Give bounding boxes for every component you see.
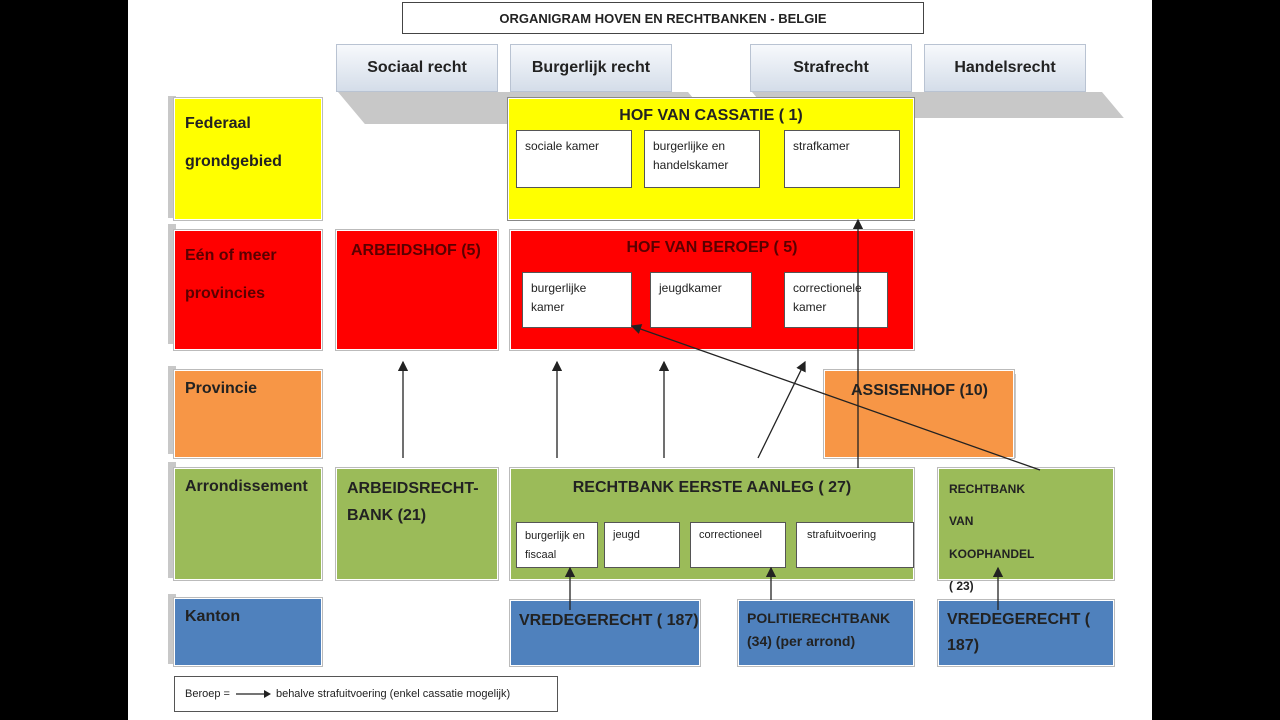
column-burgerlijk-recht: Burgerlijk recht <box>510 44 672 92</box>
level-shadow <box>168 96 176 218</box>
level-kanton: Kanton <box>173 597 323 667</box>
chamber-burgerlijke-kamer: burgerlijke kamer <box>522 272 632 328</box>
legend-arrow-icon <box>235 690 271 698</box>
section-jeugd: jeugd <box>604 522 680 568</box>
vredegerecht-1: VREDEGERECHT ( 187) <box>509 599 701 667</box>
section-strafuitvoering: strafuitvoering <box>796 522 914 568</box>
rechtbank-eerste-aanleg-title: RECHTBANK EERSTE AANLEG ( 27) <box>572 479 852 496</box>
assisenhof: ASSISENHOF (10) <box>823 369 1015 459</box>
rechtbank-koophandel: RECHTBANK VAN KOOPHANDEL ( 23) <box>937 467 1115 593</box>
column-strafrecht: Strafrecht <box>750 44 912 92</box>
arrow-koophandel-beroep <box>630 324 1041 471</box>
organigram-page: ORGANIGRAM HOVEN EN RECHTBANKEN - BELGIE… <box>128 0 1152 720</box>
level-federaal: Federaal grondgebied <box>173 97 323 221</box>
legend-prefix: Beroep = <box>185 688 230 700</box>
diagram-title: ORGANIGRAM HOVEN EN RECHTBANKEN - BELGIE <box>402 2 924 34</box>
arrow-correctioneel-beroep <box>757 360 806 459</box>
politierechtbank: POLITIERECHTBANK (34) (per arrond) <box>737 599 915 667</box>
chamber-jeugdkamer: jeugdkamer <box>650 272 752 328</box>
level-shadow <box>168 594 176 664</box>
legend: Beroep = behalve strafuitvoering (enkel … <box>174 676 558 712</box>
level-provincie: Provincie <box>173 369 323 459</box>
level-shadow <box>168 224 176 344</box>
column-handelsrecht: Handelsrecht <box>924 44 1086 92</box>
chamber-correctionele-kamer: correctionele kamer <box>784 272 888 328</box>
section-correctioneel: correctioneel <box>690 522 786 568</box>
chamber-burgerlijke-handelskamer: burgerlijke en handelskamer <box>644 130 760 188</box>
hof-van-cassatie-title: HOF VAN CASSATIE ( 1) <box>619 107 803 124</box>
hof-van-beroep-title: HOF VAN BEROEP ( 5) <box>626 239 798 256</box>
vredegerecht-2: VREDEGERECHT ( 187) <box>937 599 1115 667</box>
chamber-strafkamer: strafkamer <box>784 130 900 188</box>
chamber-sociale-kamer: sociale kamer <box>516 130 632 188</box>
arbeidshof: ARBEIDSHOF (5) <box>335 229 499 351</box>
appeal-arrows <box>397 218 1041 610</box>
section-burgerlijk-fiscaal: burgerlijk en fiscaal <box>516 522 598 568</box>
column-sociaal-recht: Sociaal recht <box>336 44 498 92</box>
arbeidsrechtbank: ARBEIDSRECHT-BANK (21) <box>335 467 499 581</box>
level-arrondissement: Arrondissement <box>173 467 323 581</box>
legend-text: behalve strafuitvoering (enkel cassatie … <box>275 688 511 700</box>
level-provincies: Eén of meer provincies <box>173 229 323 351</box>
level-shadow <box>168 366 176 454</box>
level-shadow <box>168 462 176 578</box>
